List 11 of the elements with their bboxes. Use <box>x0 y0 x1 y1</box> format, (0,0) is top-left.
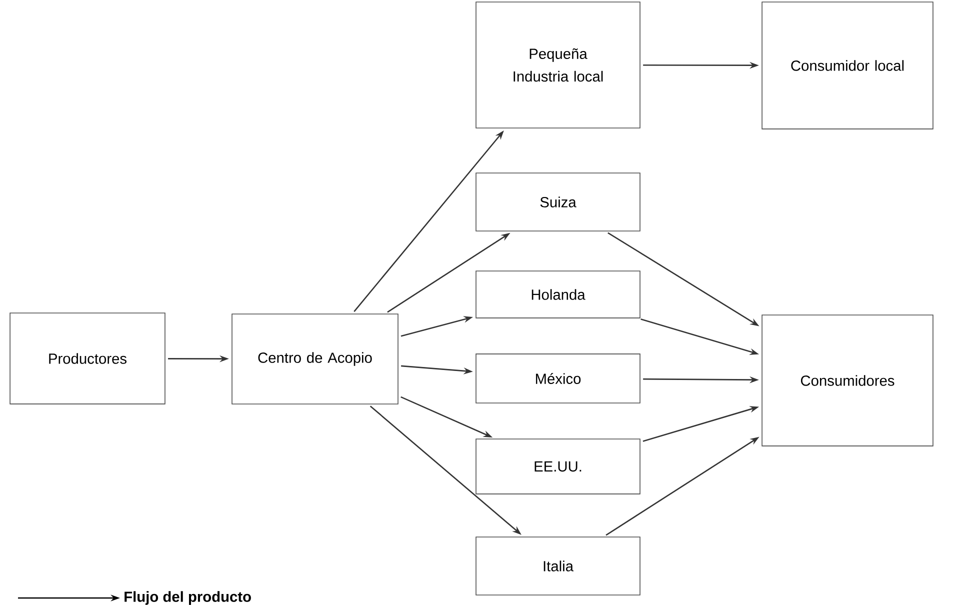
process-box: Productores <box>10 312 166 404</box>
process-box: Holanda <box>476 270 640 318</box>
process-box: Centro de Acopio <box>232 314 398 404</box>
process-box: Italia <box>476 536 640 596</box>
process-box: Suiza <box>476 172 640 232</box>
process-box: EE.UU. <box>476 438 640 494</box>
process-box: México <box>476 354 640 404</box>
process-box: Pequeña Industria local <box>476 2 640 128</box>
process-box: Consumidor local <box>762 2 934 130</box>
process-box: Consumidores <box>762 314 934 446</box>
legend-text: Flujo del producto <box>124 591 251 605</box>
